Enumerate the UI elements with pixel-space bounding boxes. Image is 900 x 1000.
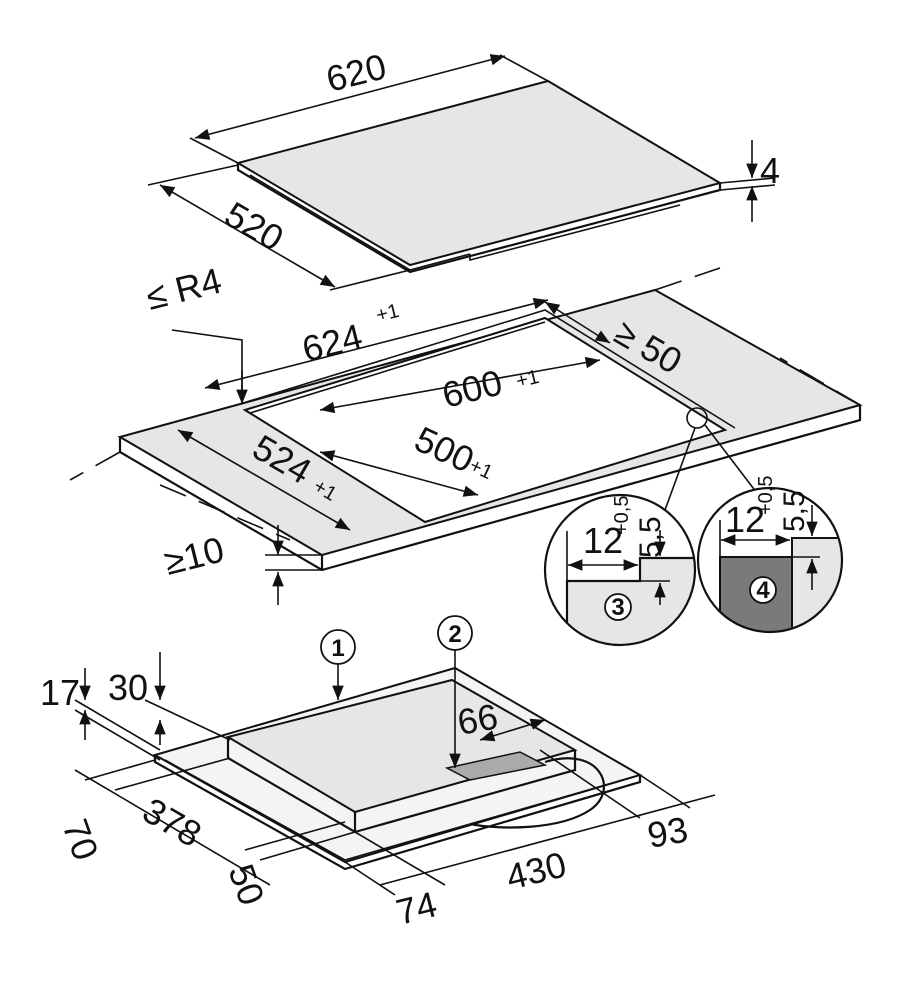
detail-4: 12 +0,5 5,5 4 [696, 476, 844, 634]
dim-70: 70 [54, 814, 106, 866]
dim-50: 50 [220, 859, 272, 911]
dim-glass-thickness: 4 [760, 150, 780, 191]
dim-93: 93 [644, 809, 691, 856]
detail-3: 12 +0,5 5,5 3 [543, 493, 697, 647]
power-cable [469, 757, 605, 829]
hob-top-view: 620 520 4 [147, 45, 780, 291]
svg-text:+1: +1 [374, 300, 401, 327]
svg-text:12: 12 [583, 520, 623, 561]
svg-text:+0,5: +0,5 [611, 496, 633, 535]
svg-text:3: 3 [611, 594, 624, 621]
svg-text:1: 1 [331, 635, 344, 662]
svg-text:+0,5: +0,5 [755, 476, 777, 515]
dim-17: 17 [40, 672, 80, 713]
svg-text:12: 12 [725, 499, 765, 540]
dim-min-clearance: ≥10 [160, 529, 228, 583]
svg-text:4: 4 [756, 577, 770, 604]
svg-text:2: 2 [448, 621, 461, 648]
corner-radius: ≤ R4 [142, 260, 225, 318]
dim-chain-left [74, 769, 271, 886]
hob-glass-surface [235, 79, 723, 267]
svg-text:+1: +1 [514, 366, 541, 393]
dim-depth: 520 [218, 193, 291, 259]
dim-66: 66 [454, 696, 501, 743]
dim-30: 30 [108, 667, 148, 708]
callout-4 [749, 576, 777, 604]
svg-text:5,5: 5,5 [778, 490, 811, 532]
dim-74: 74 [392, 883, 441, 932]
hob-underside-view: 1 2 17 30 66 70 378 50 74 430 93 [40, 615, 716, 933]
connection-box [444, 751, 548, 781]
callout-3 [604, 593, 632, 621]
svg-text:5,5: 5,5 [634, 516, 667, 558]
dim-430: 430 [502, 843, 570, 897]
dim-width: 620 [322, 45, 390, 99]
dim-line-620 [194, 54, 506, 140]
dim-378: 378 [136, 789, 209, 855]
dim-rebate-width: 624 [298, 315, 366, 369]
dim-chain-right [379, 794, 716, 886]
